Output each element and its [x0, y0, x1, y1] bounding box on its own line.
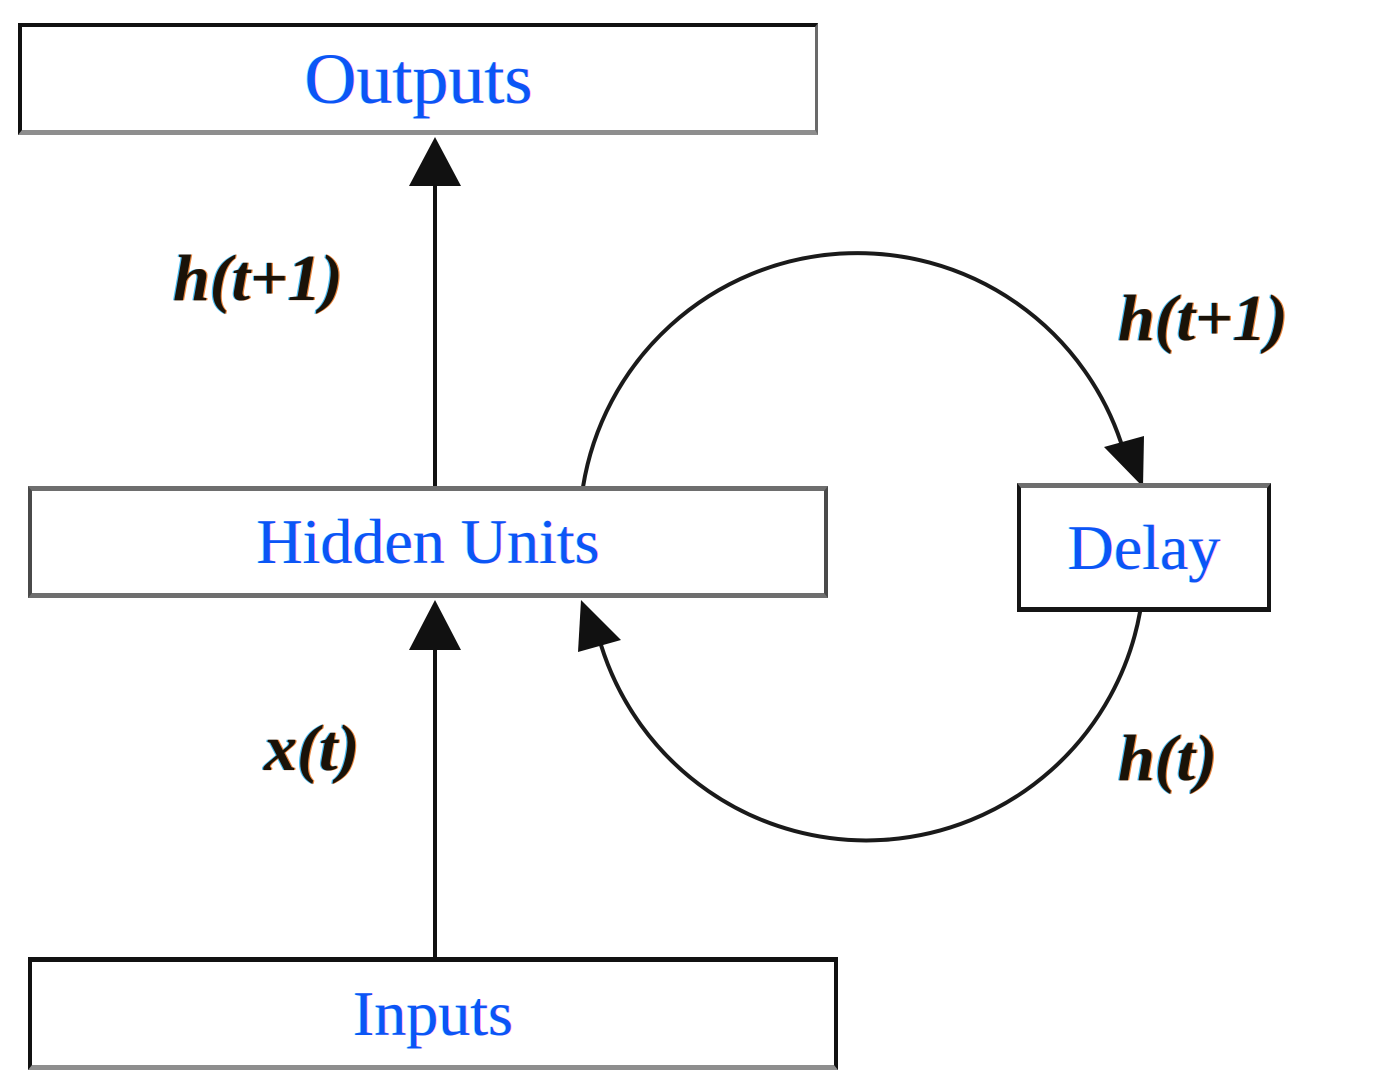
node-outputs-label: Outputs: [304, 38, 533, 119]
edge-hidden-to-outputs: [409, 137, 461, 486]
edge-inputs-to-hidden: [409, 600, 461, 957]
node-delay[interactable]: Delay: [1017, 483, 1271, 612]
node-hidden-units[interactable]: Hidden Units: [28, 486, 828, 598]
edge-label-hidden-to-outputs: h(t+1): [173, 242, 343, 315]
node-inputs-label: Inputs: [353, 977, 513, 1049]
node-delay-label: Delay: [1067, 511, 1221, 583]
node-inputs[interactable]: Inputs: [28, 957, 838, 1070]
node-outputs[interactable]: Outputs: [18, 23, 818, 135]
node-hidden-units-label: Hidden Units: [256, 506, 600, 577]
edge-hidden-to-delay: [581, 251, 1144, 489]
edge-label-inputs-to-hidden: x(t): [264, 712, 360, 785]
edge-label-delay-to-hidden: h(t): [1118, 722, 1217, 795]
edge-delay-to-hidden: [578, 600, 1142, 843]
edge-label-hidden-to-delay: h(t+1): [1118, 282, 1288, 355]
